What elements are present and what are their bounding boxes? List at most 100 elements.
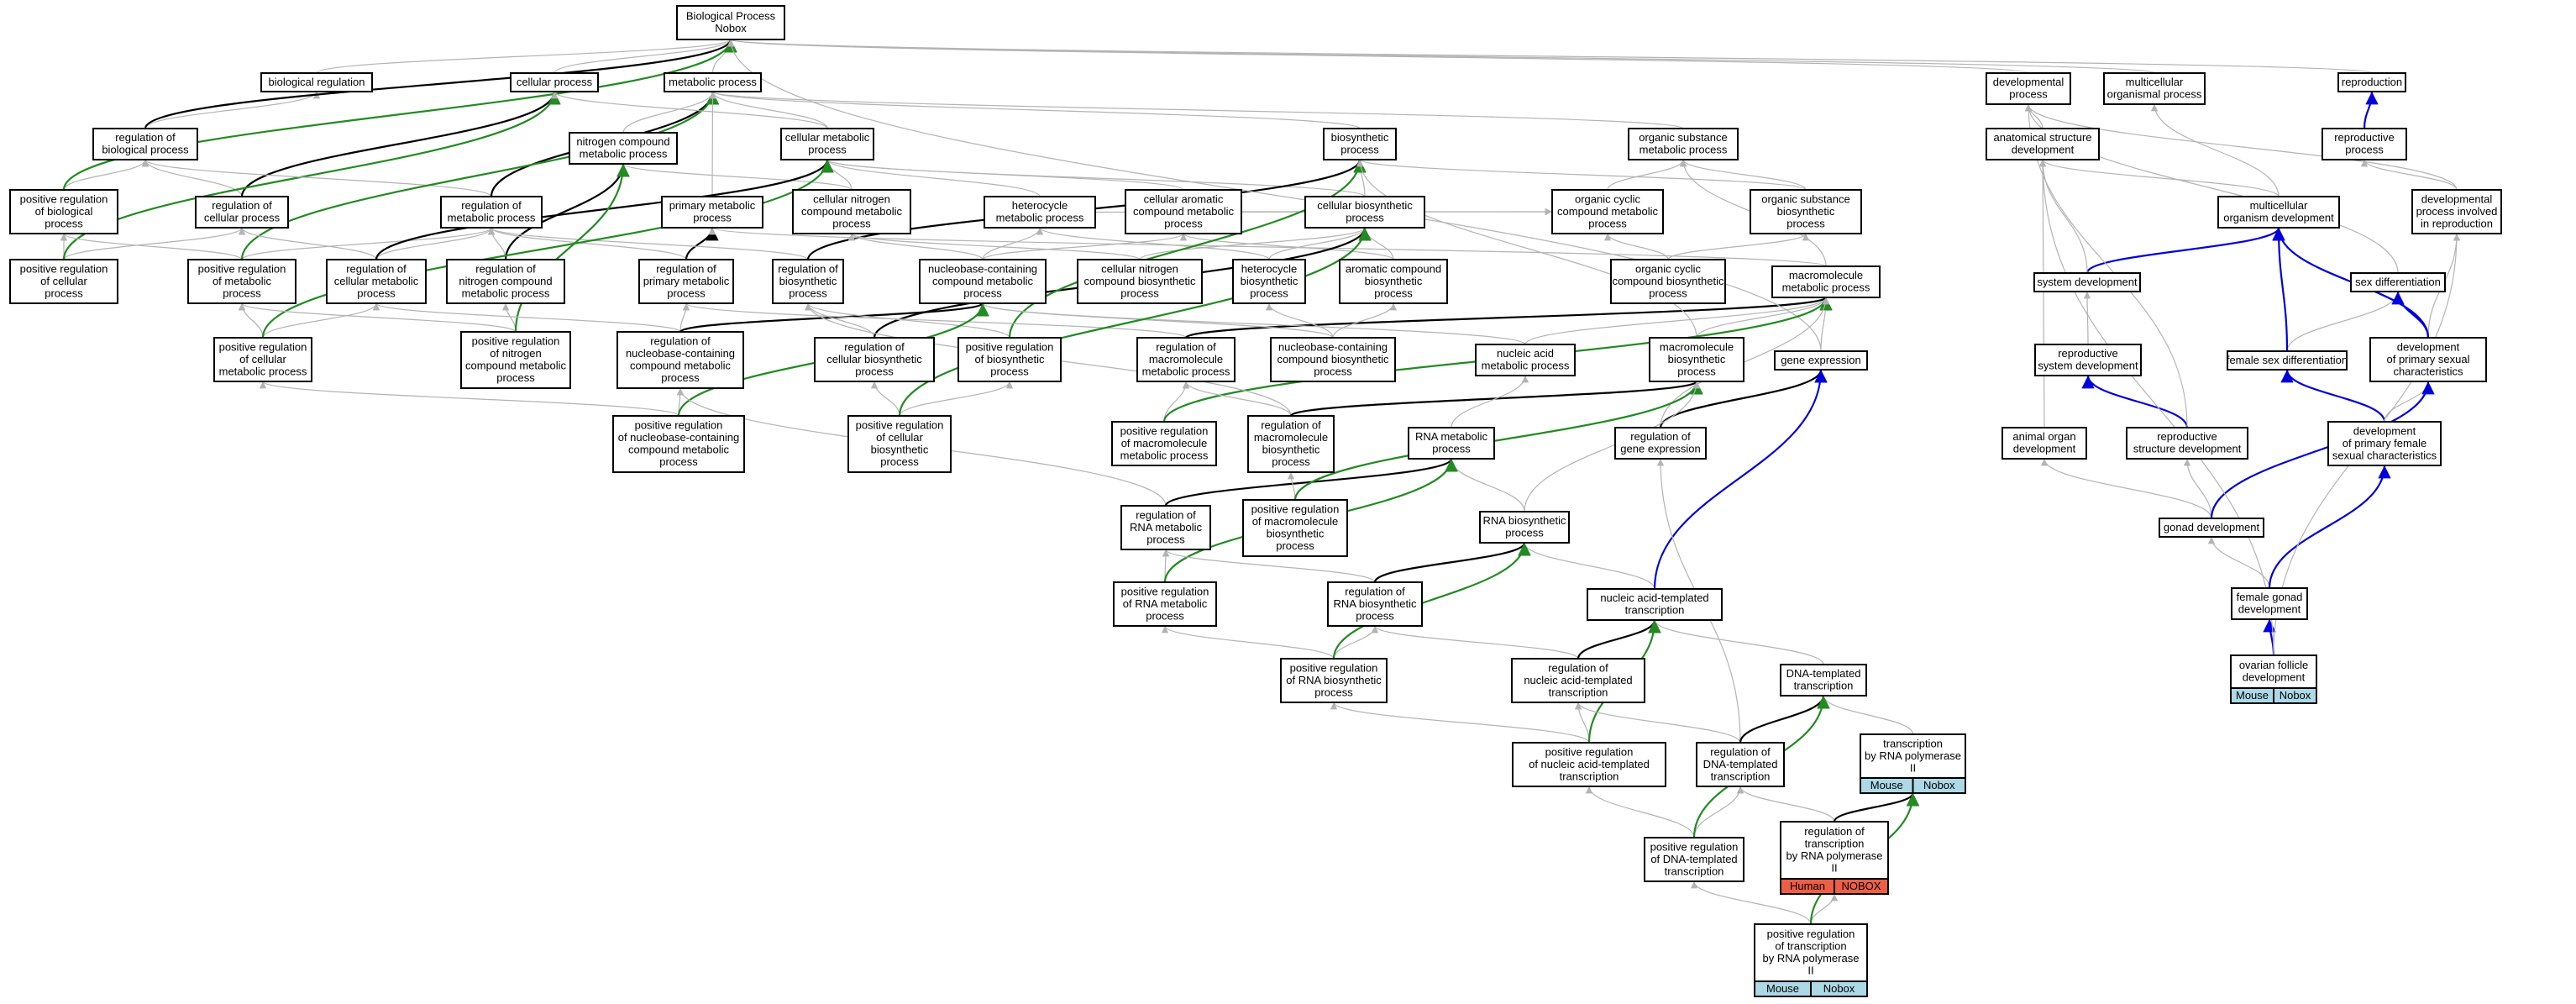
node-label-line: process <box>1588 217 1627 229</box>
go-term-node[interactable]: reproduction <box>2337 72 2406 92</box>
go-term-node[interactable]: gene expression <box>1774 350 1868 371</box>
go-term-node[interactable]: sex differentiation <box>2350 272 2446 292</box>
node-box <box>1610 259 1726 304</box>
node-box <box>569 132 678 165</box>
node-label-line: in reproduction <box>2421 217 2493 229</box>
node-label-line: positive regulation <box>1120 424 1209 437</box>
node-label-line: process <box>2345 144 2384 156</box>
node-label-line: biological regulation <box>269 76 365 88</box>
go-term-node[interactable]: regulation ofnucleobase-containingcompou… <box>616 331 744 389</box>
go-term-node[interactable]: biological regulation <box>260 72 373 92</box>
go-term-node[interactable]: system development <box>2033 272 2141 292</box>
node-label-line: macromolecule <box>1254 431 1328 444</box>
node-box <box>2126 427 2248 460</box>
go-term-node[interactable]: metabolic process <box>664 72 762 92</box>
edge-is-a <box>2024 103 2043 129</box>
node-label-line: process <box>1649 286 1687 299</box>
go-term-node[interactable]: cellular process <box>510 72 599 92</box>
edge-regulates <box>375 159 834 260</box>
edge-part-of <box>2272 227 2289 352</box>
node-box <box>612 415 745 473</box>
node-box <box>1774 350 1868 371</box>
go-term-node[interactable]: gonad development <box>2159 518 2264 538</box>
node-label-line: positive regulation <box>1290 661 1378 674</box>
node-label-line: macromolecule <box>1149 353 1223 365</box>
go-term-node[interactable]: regulation ofmacromoleculebiosyntheticpr… <box>1247 415 1335 473</box>
go-term-node[interactable]: female sex differentiation <box>2227 350 2348 371</box>
annotation-tag-label: Nobox <box>2280 689 2311 702</box>
node-label-line: compound metabolic <box>630 360 731 372</box>
